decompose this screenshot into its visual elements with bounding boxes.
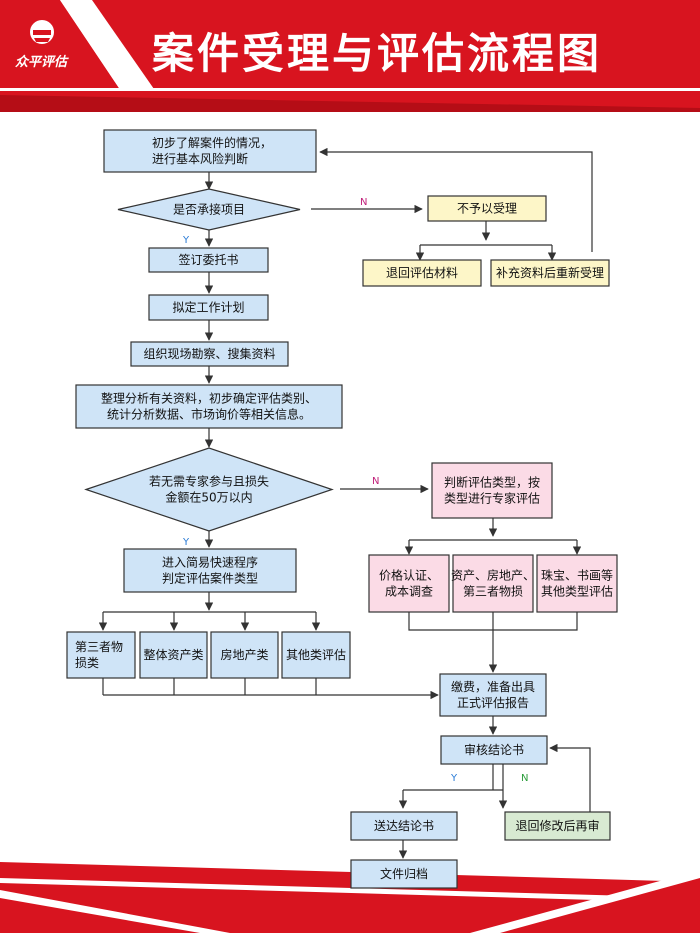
node-shape bbox=[66, 631, 136, 679]
node-shape bbox=[440, 735, 548, 765]
page-title: 案件受理与评估流程图 bbox=[152, 29, 602, 78]
node-shape bbox=[103, 129, 317, 173]
footer-band bbox=[0, 862, 700, 933]
node-return-materials: 退回评估材料 bbox=[362, 259, 482, 287]
header-band bbox=[0, 0, 700, 112]
node-deliver: 送达结论书 bbox=[350, 811, 458, 841]
node-plan: 拟定工作计划 bbox=[148, 294, 269, 321]
node-label-line: 组织现场勘察、搜集资料 bbox=[143, 346, 275, 361]
node-asset-property: 资产、房地产、第三者物损 bbox=[451, 554, 535, 613]
node-shape bbox=[210, 631, 279, 679]
node-label-line: 退回修改后再审 bbox=[515, 818, 599, 833]
node-label-line: 退回评估材料 bbox=[386, 266, 458, 280]
node-label-line: 其他类型评估 bbox=[541, 585, 613, 599]
node-shape bbox=[350, 811, 458, 841]
node-label-line: 审核结论书 bbox=[464, 742, 524, 757]
node-shape bbox=[427, 195, 547, 222]
node-shape bbox=[350, 859, 458, 889]
node-shape bbox=[148, 247, 269, 273]
node-label-line: 珠宝、书画等 bbox=[541, 569, 613, 583]
node-label-line: 成本调查 bbox=[385, 585, 433, 599]
node-label-line: 签订委托书 bbox=[178, 252, 238, 267]
node-reject: 不予以受理 bbox=[427, 195, 547, 222]
node-shape bbox=[84, 447, 334, 532]
node-real-estate: 房地产类 bbox=[210, 631, 279, 679]
node-shape bbox=[123, 548, 297, 593]
edge-label-accept-yes: Y bbox=[182, 235, 190, 246]
node-label-line: 类型进行专家评估 bbox=[444, 491, 540, 506]
node-label-line: 拟定工作计划 bbox=[172, 300, 244, 315]
node-analyze: 整理分析有关资料，初步确定评估类别、统计分析数据、市场询价等相关信息。 bbox=[75, 384, 343, 429]
node-shape bbox=[281, 631, 351, 679]
node-label-line: 若无需专家参与且损失 bbox=[149, 474, 269, 489]
node-label-line: 损类 bbox=[75, 656, 99, 670]
node-label-line: 第三者物 bbox=[75, 640, 123, 654]
header-right-red bbox=[92, 0, 700, 112]
node-survey: 组织现场勘察、搜集资料 bbox=[130, 341, 289, 367]
node-shape bbox=[504, 811, 611, 841]
node-archive: 文件归档 bbox=[350, 859, 458, 889]
node-label-line: 不予以受理 bbox=[457, 202, 517, 216]
edges bbox=[98, 147, 593, 859]
node-shape bbox=[452, 554, 534, 613]
node-accept-decision: 是否承接项目 bbox=[117, 188, 301, 231]
node-shape bbox=[130, 341, 289, 367]
node-label-line: 进行基本风险判断 bbox=[152, 151, 248, 166]
node-label-line: 整理分析有关资料，初步确定评估类别、 bbox=[101, 391, 317, 406]
node-label-line: 金额在50万以内 bbox=[165, 490, 252, 505]
node-shape bbox=[139, 631, 208, 679]
node-other-eval: 其他类评估 bbox=[281, 631, 351, 679]
node-label-line: 整体资产类 bbox=[143, 647, 203, 662]
node-label-line: 补充资料后重新受理 bbox=[496, 265, 604, 280]
edge-labels: N Y N Y Y N bbox=[182, 197, 528, 784]
node-label-line: 统计分析数据、市场询价等相关信息。 bbox=[107, 407, 311, 422]
node-shape bbox=[490, 259, 610, 287]
logo: 众平评估 bbox=[15, 18, 69, 70]
node-label-line: 资产、房地产、 bbox=[451, 568, 535, 583]
node-label-line: 初步了解案件的情况， bbox=[152, 135, 272, 150]
node-label-line: 正式评估报告 bbox=[457, 695, 529, 710]
node-price-cost: 价格认证、成本调查 bbox=[368, 554, 450, 613]
node-shape bbox=[117, 188, 301, 231]
node-label-line: 文件归档 bbox=[380, 866, 428, 881]
node-label-line: 其他类评估 bbox=[286, 648, 346, 662]
node-shape bbox=[75, 384, 343, 429]
node-label-line: 判定评估案件类型 bbox=[162, 571, 258, 586]
node-label-line: 进入简易快速程序 bbox=[162, 555, 258, 570]
node-shape bbox=[148, 294, 269, 321]
edge-label-review-yes: Y bbox=[450, 773, 458, 784]
edge-label-accept-no: N bbox=[360, 197, 367, 208]
node-label-line: 缴费，准备出具 bbox=[451, 679, 535, 694]
node-shape bbox=[368, 554, 450, 613]
node-shape bbox=[439, 673, 547, 717]
node-initial: 初步了解案件的情况，进行基本风险判断 bbox=[103, 129, 317, 173]
node-label-line: 房地产类 bbox=[220, 647, 268, 662]
node-shape bbox=[362, 259, 482, 287]
edge-label-expert-yes: Y bbox=[182, 537, 190, 548]
node-shape bbox=[536, 554, 618, 613]
node-label-line: 是否承接项目 bbox=[173, 202, 245, 217]
edge-label-expert-no: N bbox=[372, 476, 379, 487]
node-label-line: 判断评估类型，按 bbox=[444, 475, 540, 490]
logo-text: 众平评估 bbox=[15, 54, 69, 70]
node-whole-asset: 整体资产类 bbox=[139, 631, 208, 679]
node-review: 审核结论书 bbox=[440, 735, 548, 765]
edge-label-review-no: N bbox=[521, 773, 528, 784]
node-shape bbox=[431, 462, 553, 519]
node-label-line: 价格认证、 bbox=[379, 568, 439, 583]
node-label-line: 送达结论书 bbox=[374, 818, 434, 833]
node-resubmit: 补充资料后重新受理 bbox=[490, 259, 610, 287]
node-sign: 签订委托书 bbox=[148, 247, 269, 273]
node-label-line: 第三者物损 bbox=[463, 585, 523, 599]
node-return-modify: 退回修改后再审 bbox=[504, 811, 611, 841]
